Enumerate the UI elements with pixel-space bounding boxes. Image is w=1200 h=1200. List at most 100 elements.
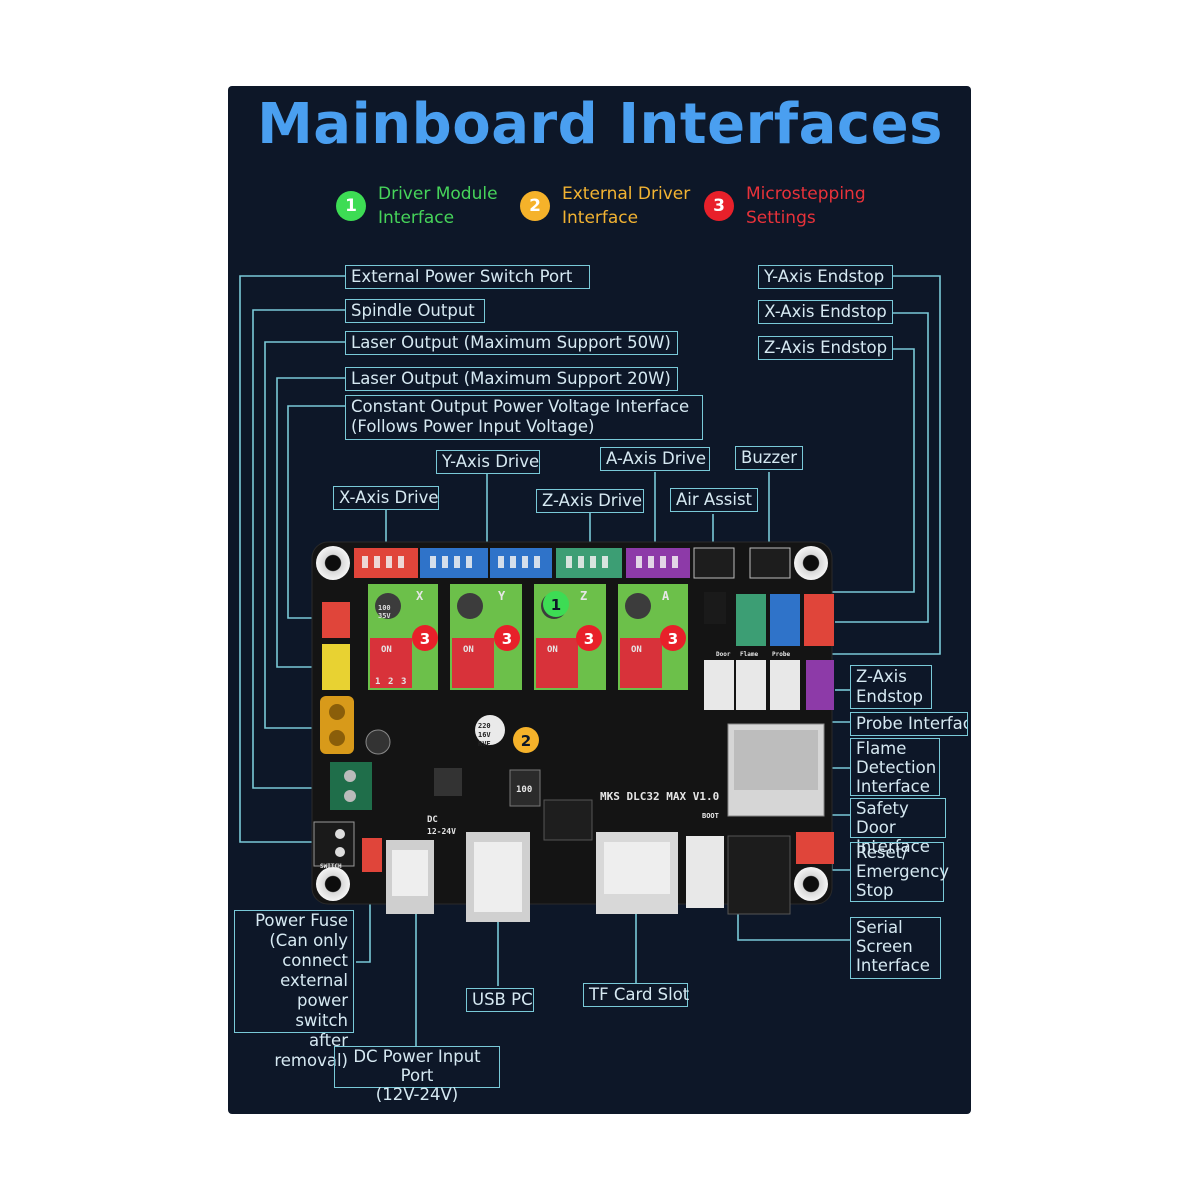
connector-serial-screen — [686, 836, 724, 908]
mounting-hole-tl — [316, 546, 350, 580]
connector-flame — [736, 660, 766, 710]
dc-text-1: DC — [427, 815, 438, 825]
driver-letter-x: X — [416, 589, 424, 603]
dip-on-y: ON — [463, 645, 474, 655]
label-serial-screen-interface: Serial Screen Interface — [850, 917, 941, 979]
badge-external-driver-text: 2 — [521, 732, 531, 750]
label-constant-output: Constant Output Power Voltage Interface … — [345, 395, 703, 440]
connector-z-drive — [556, 548, 622, 578]
cap-100-text: 100 — [378, 604, 391, 612]
connector-serial-jack — [727, 835, 791, 915]
label-x-axis-drive: X-Axis Drive — [333, 486, 439, 510]
label-dc-power-input-port: DC Power Input Port (12V-24V) — [334, 1046, 500, 1104]
label-z-axis-endstop-side: Z-Axis Endstop — [850, 665, 932, 709]
label-flame-detection: Flame Detection Interface — [850, 738, 940, 796]
driver-letter-z: Z — [580, 589, 587, 603]
cap-35v-text: 35V — [378, 612, 391, 620]
dip-switch-z — [536, 638, 578, 688]
connector-constant-output — [322, 602, 350, 638]
connector-switch — [313, 821, 355, 867]
inductor-text: 100 — [516, 785, 532, 795]
edge-door-text: Door — [716, 651, 731, 658]
board-model-text: MKS DLC32 MAX V1.0 — [600, 790, 719, 803]
capacitor-small — [434, 768, 462, 796]
wire-constant-output — [287, 405, 345, 619]
label-laser-output-50w: Laser Output (Maximum Support 50W) — [345, 331, 678, 355]
badge-microstep-y — [494, 625, 520, 651]
label-power-fuse: Power Fuse (Can only connect external po… — [234, 910, 354, 1070]
dip-num-2: 2 — [388, 677, 393, 687]
label-tf-card-slot: TF Card Slot — [583, 983, 689, 1007]
label-z-axis-endstop-top: Z-Axis Endstop — [758, 336, 893, 360]
driver-letter-y: Y — [498, 589, 506, 603]
label-z-axis-drive: Z-Axis Drive — [536, 489, 644, 513]
label-spindle-output: Spindle Output — [345, 299, 485, 323]
legend-item-external-driver: 2 External Driver Interface — [520, 182, 702, 230]
edge-flame-text: Flame — [740, 651, 758, 658]
wire-spindle — [252, 309, 345, 789]
label-reset-emergency-stop: Reset/ Emergency Stop — [850, 842, 949, 902]
legend-item-microstepping: 3 Microstepping Settings — [704, 182, 886, 230]
label-laser-output-20w: Laser Output (Maximum Support 20W) — [345, 367, 678, 391]
dip-on-a: ON — [631, 645, 642, 655]
dip-switch-y — [452, 638, 494, 688]
dip-num-1: 1 — [375, 677, 380, 687]
label-y-axis-endstop: Y-Axis Endstop — [758, 265, 893, 289]
label-probe-interface: Probe Interface — [850, 712, 968, 736]
dip-switch-x — [370, 638, 412, 688]
label-buzzer: Buzzer — [735, 446, 803, 470]
connector-z-endstop-side — [806, 660, 834, 710]
legend-number-1: 1 — [336, 191, 366, 221]
connector-probe — [770, 660, 800, 710]
legend-number-3: 3 — [704, 191, 734, 221]
switch-text: SWITCH — [320, 863, 342, 870]
dip-switch-a — [620, 638, 662, 688]
badge-microstep-a — [660, 625, 686, 651]
label-x-axis-endstop: X-Axis Endstop — [758, 300, 893, 324]
connector-reset — [796, 832, 834, 864]
dc-text-2: 12-24V — [427, 827, 456, 836]
mounting-hole-bl — [316, 867, 350, 901]
chip-mosfet — [704, 592, 726, 624]
wire-ext-power-switch — [239, 275, 345, 843]
dip-on-x: ON — [381, 645, 392, 655]
boot-text: BOOT — [702, 812, 719, 820]
connector-z-endstop-top — [736, 594, 766, 646]
connector-safety-door — [704, 660, 734, 710]
wire-x-endstop — [835, 312, 929, 623]
legend-text-3: Microstepping Settings — [746, 184, 866, 228]
legend-item-driver-module: 1 Driver Module Interface — [336, 182, 518, 230]
cap-rve-text: RVE — [478, 740, 491, 748]
chip-driver-ic — [543, 799, 593, 841]
connector-y-endstop — [804, 594, 834, 646]
driver-modules — [368, 584, 688, 690]
badge-driver-module — [543, 591, 569, 617]
connector-air-assist — [693, 547, 735, 579]
label-safety-door: Safety Door Interface — [850, 798, 946, 856]
wire-laser-50w — [264, 341, 345, 729]
badge-microstep-a-text: 3 — [668, 630, 678, 648]
connector-laser-20w — [322, 644, 350, 690]
connector-laser-50w — [320, 696, 354, 754]
wire-y-endstop — [820, 275, 941, 655]
capacitor-left — [365, 729, 391, 755]
edge-probe-text: Probe — [772, 651, 790, 658]
badge-microstep-x — [412, 625, 438, 651]
mounting-hole-tr — [794, 546, 828, 580]
connector-a-drive — [626, 548, 690, 578]
diagram-title: Mainboard Interfaces — [257, 92, 943, 157]
label-a-axis-drive: A-Axis Drive — [600, 447, 710, 471]
badge-microstep-x-text: 3 — [420, 630, 430, 648]
label-external-power-switch-port: External Power Switch Port — [345, 265, 590, 289]
legend-text-1: Driver Module Interface — [378, 184, 498, 228]
mounting-hole-br — [794, 867, 828, 901]
wire-serial — [737, 910, 850, 941]
label-usb-pc: USB PC — [466, 988, 534, 1012]
wire-laser-20w — [276, 377, 345, 668]
badge-microstep-y-text: 3 — [502, 630, 512, 648]
badge-driver-module-text: 1 — [551, 596, 561, 614]
badge-external-driver — [513, 727, 539, 753]
legend-text-2: External Driver Interface — [562, 184, 691, 228]
label-y-axis-drive: Y-Axis Drive — [436, 450, 540, 474]
